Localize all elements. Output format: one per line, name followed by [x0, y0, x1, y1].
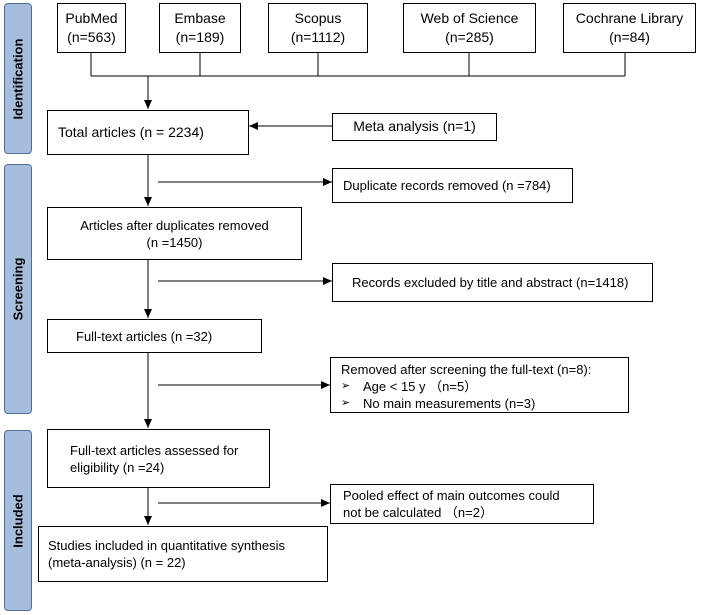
- total-articles-text: Total articles (n = 2234): [58, 124, 204, 140]
- source-name: Cochrane Library: [575, 10, 684, 26]
- source-name: Scopus: [294, 10, 342, 26]
- stage-screening-label: Screening: [10, 257, 26, 321]
- list-item: ➢ Age < 15 y （n=5）: [341, 378, 618, 395]
- excluded-title-abstract-text: Records excluded by title and abstract (…: [352, 275, 629, 290]
- source-cochrane-library: Cochrane Library (n=84): [563, 3, 696, 53]
- assessed-line2: eligibility (n =24): [70, 459, 165, 475]
- stage-identification: Identification: [4, 3, 32, 154]
- meta-analysis-text: Meta analysis (n=1): [353, 118, 476, 134]
- source-name: Web of Science: [420, 10, 519, 26]
- source-count: (n=285): [445, 29, 494, 45]
- pooled-line2: not be calculated （n=2）: [343, 505, 493, 520]
- box-full-text-articles: Full-text articles (n =32): [47, 319, 262, 353]
- source-count: (n=563): [67, 29, 116, 45]
- source-count: (n=189): [175, 29, 225, 45]
- box-pooled-effect: Pooled effect of main outcomes could not…: [330, 484, 594, 524]
- stage-included-label: Included: [10, 493, 26, 548]
- source-name: Embase: [174, 10, 226, 26]
- arrow-bullet-icon: ➢: [341, 397, 351, 409]
- duplicates-removed-text: Duplicate records removed (n =784): [343, 178, 551, 193]
- source-count: (n=1112): [290, 29, 346, 45]
- full-text-articles-text: Full-text articles (n =32): [76, 328, 213, 344]
- box-assessed-eligibility: Full-text articles assessed for eligibil…: [47, 429, 270, 488]
- after-duplicates-line1: Articles after duplicates removed: [80, 218, 269, 233]
- source-pubmed: PubMed (n=563): [57, 3, 126, 53]
- after-duplicates-line2: (n =1450): [146, 235, 203, 250]
- box-total-articles: Total articles (n = 2234): [47, 110, 249, 155]
- box-duplicates-removed: Duplicate records removed (n =784): [332, 168, 573, 203]
- arrow-bullet-icon: ➢: [341, 380, 351, 392]
- box-removed-fulltext: Removed after screening the full-text (n…: [330, 357, 629, 413]
- studies-included-line2: (meta-analysis) (n = 22): [48, 555, 186, 570]
- list-item: ➢ No main measurements (n=3): [341, 395, 618, 412]
- removed-fulltext-list: ➢ Age < 15 y （n=5） ➢ No main measurement…: [341, 378, 618, 412]
- pooled-line1: Pooled effect of main outcomes could: [343, 488, 560, 503]
- stage-included: Included: [4, 430, 32, 611]
- stage-identification-label: Identification: [10, 38, 26, 119]
- box-excluded-title-abstract: Records excluded by title and abstract (…: [332, 263, 653, 302]
- removed-reason-measurements: No main measurements (n=3): [363, 396, 536, 411]
- studies-included-line1: Studies included in quantitative synthes…: [48, 538, 286, 553]
- source-embase: Embase (n=189): [159, 3, 241, 53]
- removed-reason-age: Age < 15 y （n=5）: [363, 379, 478, 394]
- box-studies-included: Studies included in quantitative synthes…: [38, 526, 328, 582]
- removed-fulltext-title: Removed after screening the full-text (n…: [341, 362, 592, 377]
- source-scopus: Scopus (n=1112): [268, 3, 368, 53]
- source-name: PubMed: [65, 10, 118, 26]
- source-count: (n=84): [609, 29, 650, 45]
- assessed-line1: Full-text articles assessed for: [70, 442, 239, 458]
- stage-screening: Screening: [4, 164, 32, 414]
- source-web-of-science: Web of Science (n=285): [403, 3, 536, 53]
- box-after-duplicates: Articles after duplicates removed (n =14…: [47, 207, 302, 260]
- box-meta-analysis: Meta analysis (n=1): [332, 113, 497, 141]
